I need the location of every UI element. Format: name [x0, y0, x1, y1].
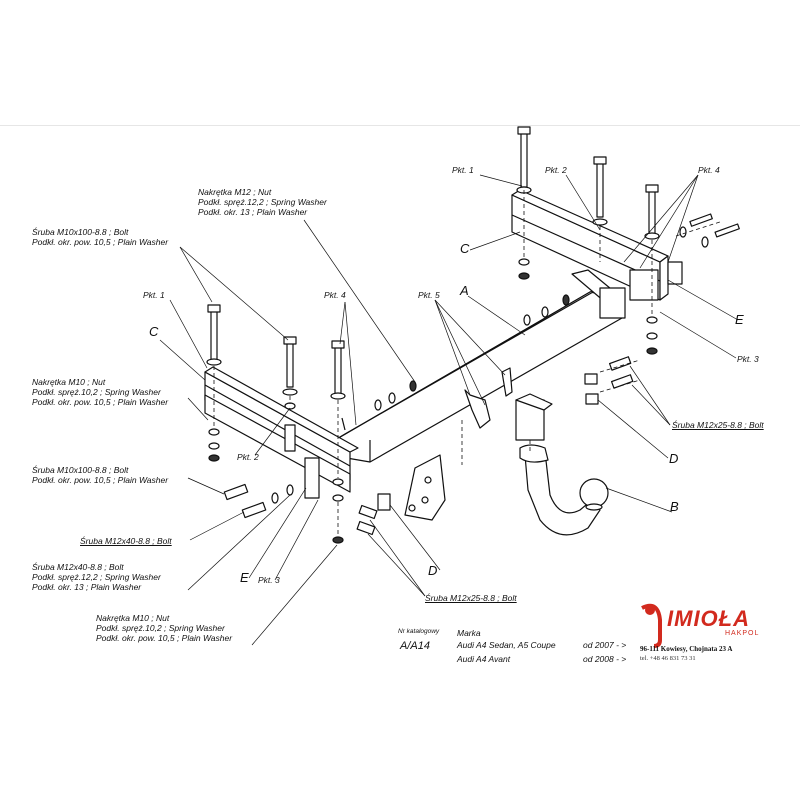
mounting-plate [404, 367, 553, 521]
lower-left-bolts [223, 483, 294, 519]
pkt2-left: Pkt. 2 [237, 452, 259, 462]
right-bolts [516, 126, 660, 355]
model-1-year: od 2007 - > [583, 640, 627, 650]
part-a: A [460, 283, 469, 298]
catalog-nr-value: A/A14 [400, 640, 430, 652]
part-d-bottom: D [428, 563, 438, 578]
tow-ball-b [519, 444, 609, 536]
label-bolt-m12x25-bottom: Śruba M12x25-8.8 ; Bolt [425, 593, 517, 603]
brand-sub: HAKPOL [725, 630, 760, 637]
left-bracket-c [204, 366, 359, 499]
small-bolts-top-right [667, 213, 740, 285]
part-c-left: C [149, 324, 159, 339]
crossbar-washers [341, 294, 570, 431]
model-2-year: od 2008 - > [583, 654, 627, 664]
pkt2-top: Pkt. 2 [545, 165, 567, 175]
pkt4-top: Pkt. 4 [698, 165, 720, 175]
part-e-left: E [240, 570, 249, 585]
pkt4-mid: Pkt. 4 [324, 290, 346, 300]
model-1-name: Audi A4 Sedan, A5 Coupe [457, 640, 556, 650]
part-b: B [670, 499, 679, 514]
right-bracket-c [511, 189, 669, 301]
left-bolts [206, 304, 346, 544]
pkt1-top: Pkt. 1 [452, 165, 474, 175]
top-divider [0, 125, 800, 126]
part-c-top: C [460, 241, 470, 256]
right-small-bolts-d [584, 356, 634, 405]
pkt1-left: Pkt. 1 [143, 290, 165, 300]
label-bolt-m12x25-right: Śruba M12x25-8.8 ; Bolt [672, 420, 764, 430]
brand-address: 96-111 Kowiesy, Chojnata 23 A [640, 645, 733, 653]
catalog-marka-label: Marka [457, 628, 481, 638]
label-bolt-m12x40-a: Śruba M12x40-8.8 ; Bolt [80, 536, 172, 546]
catalog-nr-label: Nr katalogowy [398, 628, 440, 635]
model-2-name: Audi A4 Avant [457, 654, 511, 664]
pkt3-right: Pkt. 3 [737, 354, 759, 364]
main-crossbar-a [334, 269, 626, 463]
pkt5: Pkt. 5 [418, 290, 440, 300]
part-d-right: D [669, 451, 679, 466]
pkt3-bottom: Pkt. 3 [258, 575, 280, 585]
brand-phone: tel. +48 46 831 73 31 [640, 655, 696, 662]
brand-name: IMIOŁA [667, 606, 750, 631]
part-e-right: E [735, 312, 744, 327]
lower-small-bolts-d [356, 493, 391, 536]
